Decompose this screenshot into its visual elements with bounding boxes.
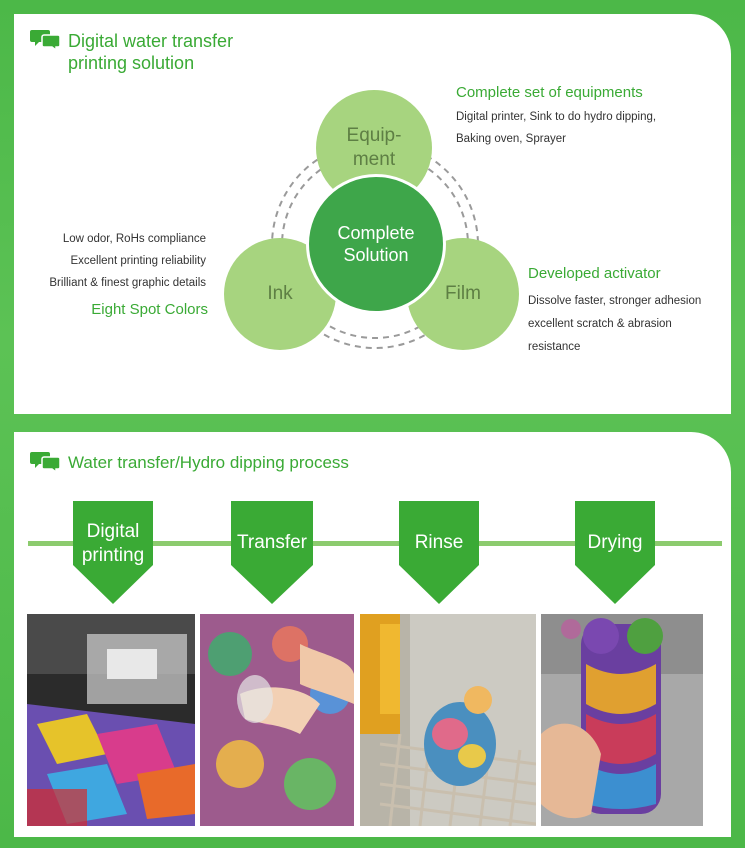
equipment-heading: Complete set of equipments [456, 84, 643, 101]
step-arrow-drying [575, 501, 655, 604]
ink-desc-3: Brilliant & finest graphic details [49, 277, 206, 289]
equipment-circle-line1: Equip- [346, 125, 402, 146]
step-label-rinse: Rinse [414, 532, 464, 553]
section-title-line1: Digital water transfer [68, 31, 234, 51]
transfer-photo [200, 614, 354, 826]
step-label-transfer: Transfer [236, 532, 308, 553]
step-arrow-transfer [231, 501, 313, 604]
film-desc-1: Dissolve faster, stronger adhesion [528, 295, 702, 307]
ink-circle-label: Ink [267, 283, 293, 304]
film-desc-2: excellent scratch & abrasion [528, 318, 672, 330]
ink-desc-2: Excellent printing reliability [70, 255, 206, 267]
step-1-line2: printing [81, 545, 145, 566]
step-label-drying: Drying [587, 532, 643, 553]
step-1-line1: Digital [86, 521, 140, 542]
chat-bubbles-icon [30, 30, 61, 50]
film-circle-label: Film [445, 283, 481, 304]
section-title-line2: printing solution [68, 53, 195, 73]
process-line [28, 541, 722, 546]
digital-printing-photo [27, 614, 195, 826]
equipment-desc-1: Digital printer, Sink to do hydro dippin… [456, 111, 657, 123]
step-arrow-rinse [399, 501, 479, 604]
step-arrow-digital-printing [73, 501, 153, 604]
drying-photo [541, 614, 703, 826]
chat-bubbles-icon [30, 452, 61, 472]
film-desc-3: resistance [528, 341, 581, 353]
film-heading: Developed activator [528, 265, 661, 282]
rinse-photo [360, 614, 536, 826]
ink-desc-1: Low odor, RoHs compliance [62, 233, 206, 245]
center-circle-line1: Complete [337, 223, 415, 243]
center-circle-line2: Solution [343, 245, 409, 265]
step-label-digital-printing: Digital printing [72, 520, 154, 568]
equipment-circle-line2: ment [352, 149, 396, 170]
equipment-desc-2: Baking oven, Sprayer [456, 133, 566, 145]
ink-heading: Eight Spot Colors [91, 301, 208, 318]
process-title: Water transfer/Hydro dipping process [68, 453, 349, 472]
